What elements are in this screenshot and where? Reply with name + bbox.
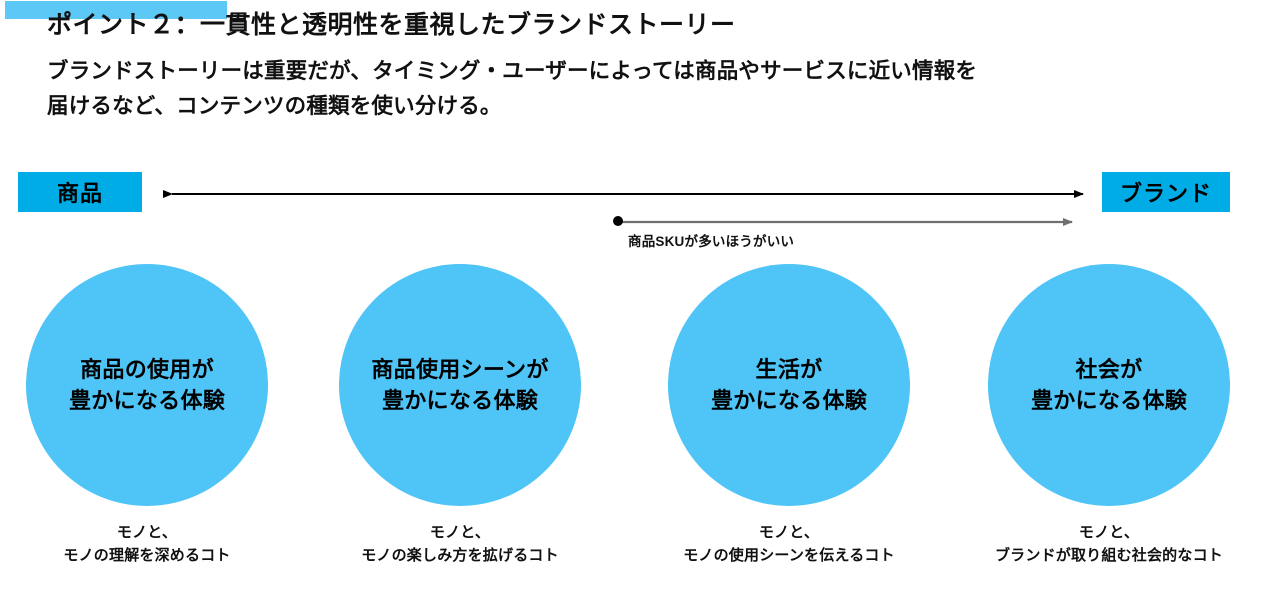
page-title: ポイント２：一貫性と透明性を重視したブランドストーリー [47,11,736,39]
circle-2-line-2: 豊かになる体験 [381,388,539,413]
annotation-start-dot [613,216,623,226]
subtitle-block: ブランドストーリーは重要だが、タイミング・ユーザーによっては商品やサービスに近い… [47,54,1247,124]
experience-circle-3: 生活が 豊かになる体験 [668,264,910,506]
circle-4-line-1: 社会が [1075,356,1143,382]
subtitle-line-1: ブランドストーリーは重要だが、タイミング・ユーザーによっては商品やサービスに近い… [47,59,978,83]
circle-1-line-1: 商品の使用が [80,356,214,382]
circle-caption-2: モノと、 モノの楽しみ方を拡げるコト [339,522,581,567]
caption-3-line-1: モノと、 [758,524,820,541]
headline-highlight-bar [5,1,227,19]
annotation-label: 商品SKUが多いほうがいい [628,234,795,249]
circle-3-line-2: 豊かになる体験 [710,388,868,413]
caption-1-line-2: モノの理解を深めるコト [63,546,231,564]
axis-label-product: 商品 [18,172,142,212]
caption-4-line-2: ブランドが取り組む社会的なコト [994,546,1223,564]
subtitle-line-2: 届けるなど、コンテンツの種類を使い分ける。 [47,93,502,118]
experience-circle-2: 商品使用シーンが 豊かになる体験 [339,264,581,506]
experience-circle-1: 商品の使用が 豊かになる体験 [26,264,268,506]
caption-1-line-1: モノと、 [116,524,178,541]
circle-caption-3: モノと、 モノの使用シーンを伝えるコト [668,522,910,567]
axis-label-brand: ブランド [1102,172,1230,212]
circle-2-line-1: 商品使用シーンが [371,356,549,382]
circle-1-line-2: 豊かになる体験 [68,388,226,413]
caption-4-line-1: モノと、 [1078,524,1140,541]
experience-circle-4: 社会が 豊かになる体験 [988,264,1230,506]
circle-caption-4: モノと、 ブランドが取り組む社会的なコト [988,522,1230,567]
caption-2-line-1: モノと、 [429,524,491,541]
circle-4-line-2: 豊かになる体験 [1030,388,1188,413]
caption-3-line-2: モノの使用シーンを伝えるコト [683,546,895,564]
circle-caption-1: モノと、 モノの理解を深めるコト [26,522,268,567]
caption-2-line-2: モノの楽しみ方を拡げるコト [361,546,559,564]
circle-3-line-1: 生活が [755,356,823,382]
